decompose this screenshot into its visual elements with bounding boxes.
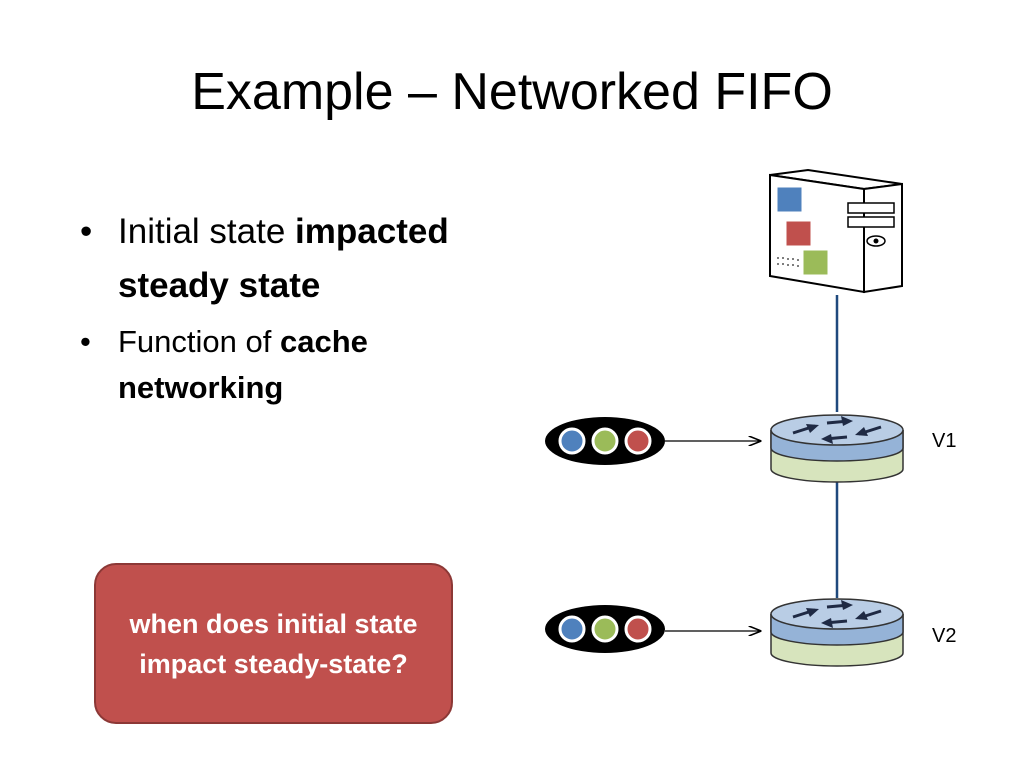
bullet-list: Initial state impacted steady state Func… [78,205,458,411]
request-green [591,615,619,643]
router-icon-v2 [770,598,904,667]
bullet-function-of: Function of cache networking [78,319,458,411]
request-red [624,427,652,455]
request-blue [558,427,586,455]
slide-title: Example – Networked FIFO [191,63,833,121]
question-callout: when does initial state impact steady-st… [94,563,453,724]
request-red [624,615,652,643]
router-label-v2: V2 [932,625,956,647]
cache-item-blue [774,184,805,215]
server-icon [769,168,903,294]
request-stream-v2 [545,605,665,653]
bullet-initial-state: Initial state impacted steady state [78,205,458,313]
router-label-v1: V1 [932,430,956,452]
cache-item-green [800,247,831,278]
request-green [591,427,619,455]
request-blue [558,615,586,643]
router-icon-v1 [770,414,904,483]
cache-item-red [783,218,814,249]
request-stream-v1 [545,417,665,465]
